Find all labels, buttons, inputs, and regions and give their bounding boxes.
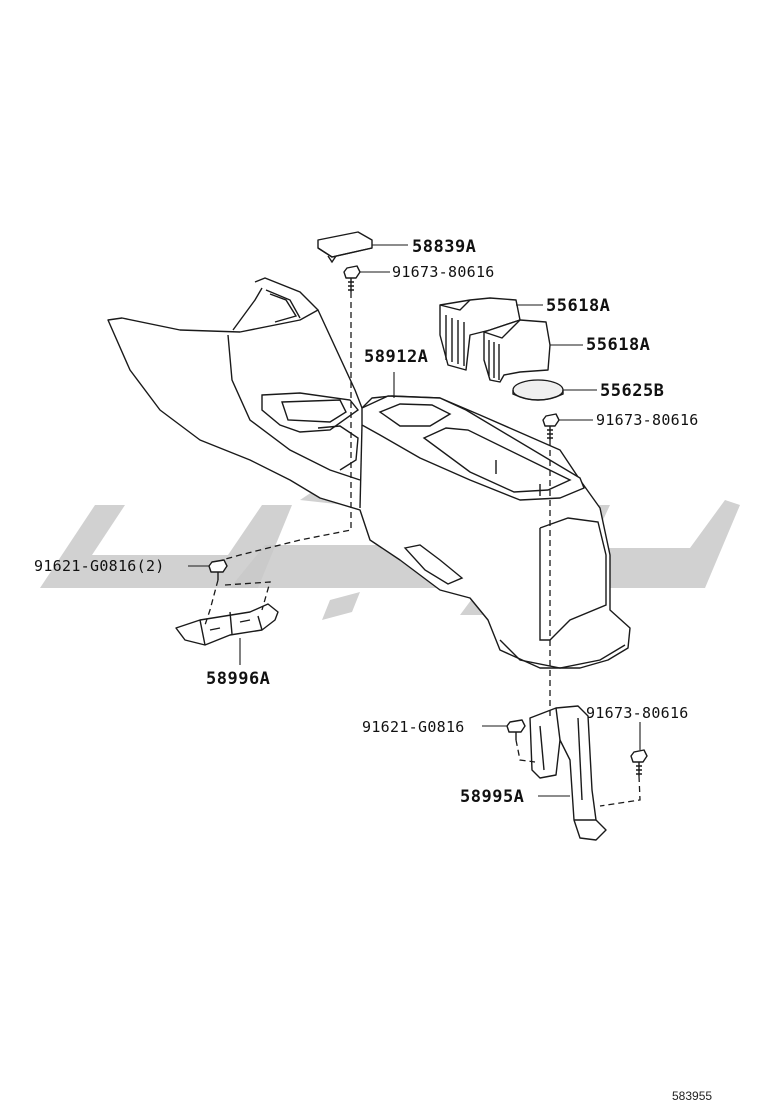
label-55618A-lower: 55618A: [586, 335, 650, 355]
bolt-lower: [506, 719, 526, 740]
part-55625B: [512, 379, 564, 401]
figure-number: 583955: [672, 1089, 712, 1103]
label-55618A-upper: 55618A: [546, 296, 610, 316]
label-55625B: 55625B: [600, 381, 664, 401]
label-58996A: 58996A: [206, 669, 270, 689]
label-91673-80616-mid: 91673-80616: [596, 411, 699, 429]
label-58912A: 58912A: [364, 347, 428, 367]
label-91673-80616-top: 91673-80616: [392, 263, 495, 281]
leader-lines: [188, 244, 641, 797]
part-55618A-b: [483, 319, 551, 383]
label-91673-80616-low: 91673-80616: [586, 704, 689, 722]
label-91621-G0816: 91621-G0816: [362, 718, 465, 736]
part-58839A: [317, 231, 373, 264]
label-58839A: 58839A: [412, 237, 476, 257]
console-body: [107, 277, 631, 669]
clip-mid: [542, 413, 560, 440]
label-58995A: 58995A: [460, 787, 524, 807]
clip-lower: [630, 749, 648, 776]
part-58996A: [175, 603, 279, 646]
assembly-lines: [204, 292, 641, 807]
clip-top: [343, 265, 361, 292]
part-58995A: [529, 705, 607, 841]
label-91621-G0816-2: 91621-G0816(2): [34, 557, 165, 575]
